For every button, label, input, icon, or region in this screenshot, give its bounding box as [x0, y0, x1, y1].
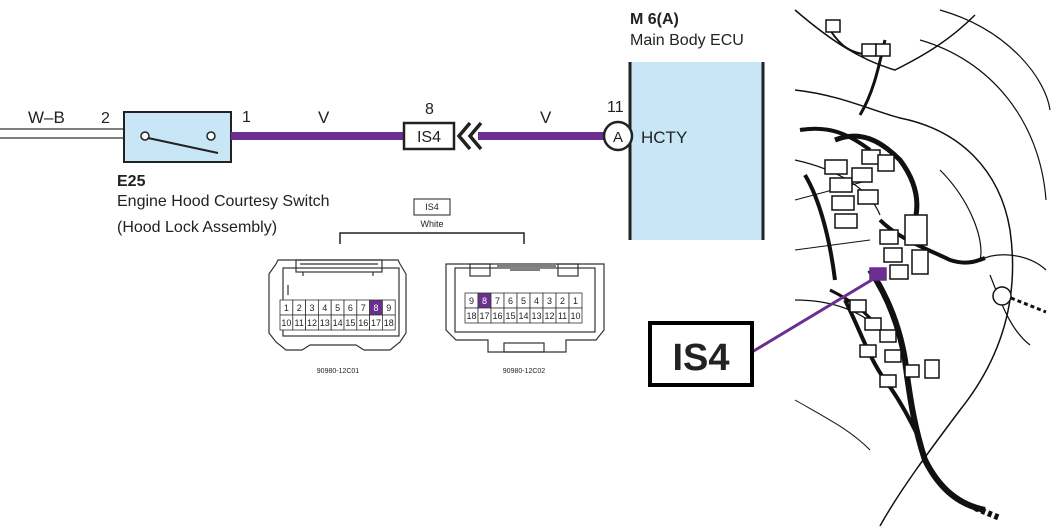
connector-pin-8: 8 [425, 101, 434, 118]
harness-location-illustration [794, 9, 1051, 526]
pin-number-right-14: 14 [518, 311, 528, 321]
pin-number-right-7: 7 [495, 296, 500, 306]
hood-courtesy-switch [123, 111, 232, 163]
connector-housing-right [445, 263, 605, 353]
pin-number-left-12: 12 [307, 318, 317, 328]
pin-number-left-11: 11 [295, 318, 304, 328]
inline-connector-label: IS4 [417, 129, 441, 146]
part-number-left: 90980-12C01 [317, 368, 360, 375]
switch-pin-2: 2 [101, 110, 110, 127]
pin-number-right-1: 1 [573, 296, 578, 306]
pin-number-left-13: 13 [320, 318, 330, 328]
pin-number-left-1: 1 [284, 303, 289, 313]
pin-number-left-10: 10 [281, 318, 291, 328]
pin-number-right-2: 2 [560, 296, 565, 306]
connector-view-title-box [413, 198, 451, 216]
connector-view-bracket [339, 232, 525, 244]
wire-color-v-2: V [540, 108, 552, 127]
ecu-pin-11: 11 [607, 99, 624, 116]
pin-number-left-4: 4 [322, 303, 327, 313]
pin-number-left-15: 15 [345, 318, 355, 328]
part-number-right: 90980-12C02 [503, 368, 546, 375]
location-leader-line [751, 276, 876, 354]
pin-number-right-8: 8 [482, 296, 487, 306]
pin-number-left-2: 2 [297, 303, 302, 313]
ecu-signal: HCTY [641, 128, 687, 147]
pin-number-left-6: 6 [348, 303, 353, 313]
wire-color-v-1: V [318, 108, 330, 127]
incoming-wire [0, 128, 124, 139]
pin-number-right-16: 16 [492, 311, 502, 321]
pin-number-right-12: 12 [544, 311, 554, 321]
pin-number-left-9: 9 [386, 303, 391, 313]
pin-number-right-6: 6 [508, 296, 513, 306]
location-callout-label: IS4 [672, 337, 729, 379]
ecu-connector-circle [602, 120, 634, 152]
connector-chevron-icon [456, 121, 483, 151]
pin-cell-right-10 [568, 307, 583, 324]
switch-subname: (Hood Lock Assembly) [117, 219, 277, 236]
inline-connector-box [402, 121, 456, 151]
pin-number-right-13: 13 [531, 311, 541, 321]
ecu-code: M 6(A) [630, 11, 679, 28]
pin-number-right-3: 3 [547, 296, 552, 306]
ecu-name: Main Body ECU [630, 32, 744, 49]
pin-number-left-7: 7 [361, 303, 366, 313]
pin-number-left-8: 8 [373, 303, 378, 313]
switch-name: Engine Hood Courtesy Switch [117, 193, 330, 210]
pin-number-right-15: 15 [505, 311, 515, 321]
pin-number-right-17: 17 [479, 311, 489, 321]
pin-number-left-5: 5 [335, 303, 340, 313]
ecu-connector-letter: A [613, 129, 623, 146]
connector-view-color: White [420, 219, 443, 229]
pin-number-left-14: 14 [333, 318, 343, 328]
pin-cell-left-18 [381, 314, 396, 331]
connector-view-title: IS4 [425, 202, 439, 212]
pin-number-left-17: 17 [371, 318, 381, 328]
pin-number-right-4: 4 [534, 296, 539, 306]
pin-number-left-3: 3 [309, 303, 314, 313]
location-callout-box [648, 321, 754, 387]
switch-code: E25 [117, 173, 146, 190]
wire-color-w-b: W–B [28, 108, 65, 127]
pin-number-right-9: 9 [469, 296, 474, 306]
switch-pin-1: 1 [242, 109, 251, 126]
pin-number-right-11: 11 [558, 311, 567, 321]
ecu-body [628, 62, 765, 240]
pin-number-left-18: 18 [384, 318, 394, 328]
pin-number-left-16: 16 [358, 318, 368, 328]
pin-number-right-18: 18 [466, 311, 476, 321]
pin-number-right-10: 10 [570, 311, 580, 321]
pin-number-right-5: 5 [521, 296, 526, 306]
